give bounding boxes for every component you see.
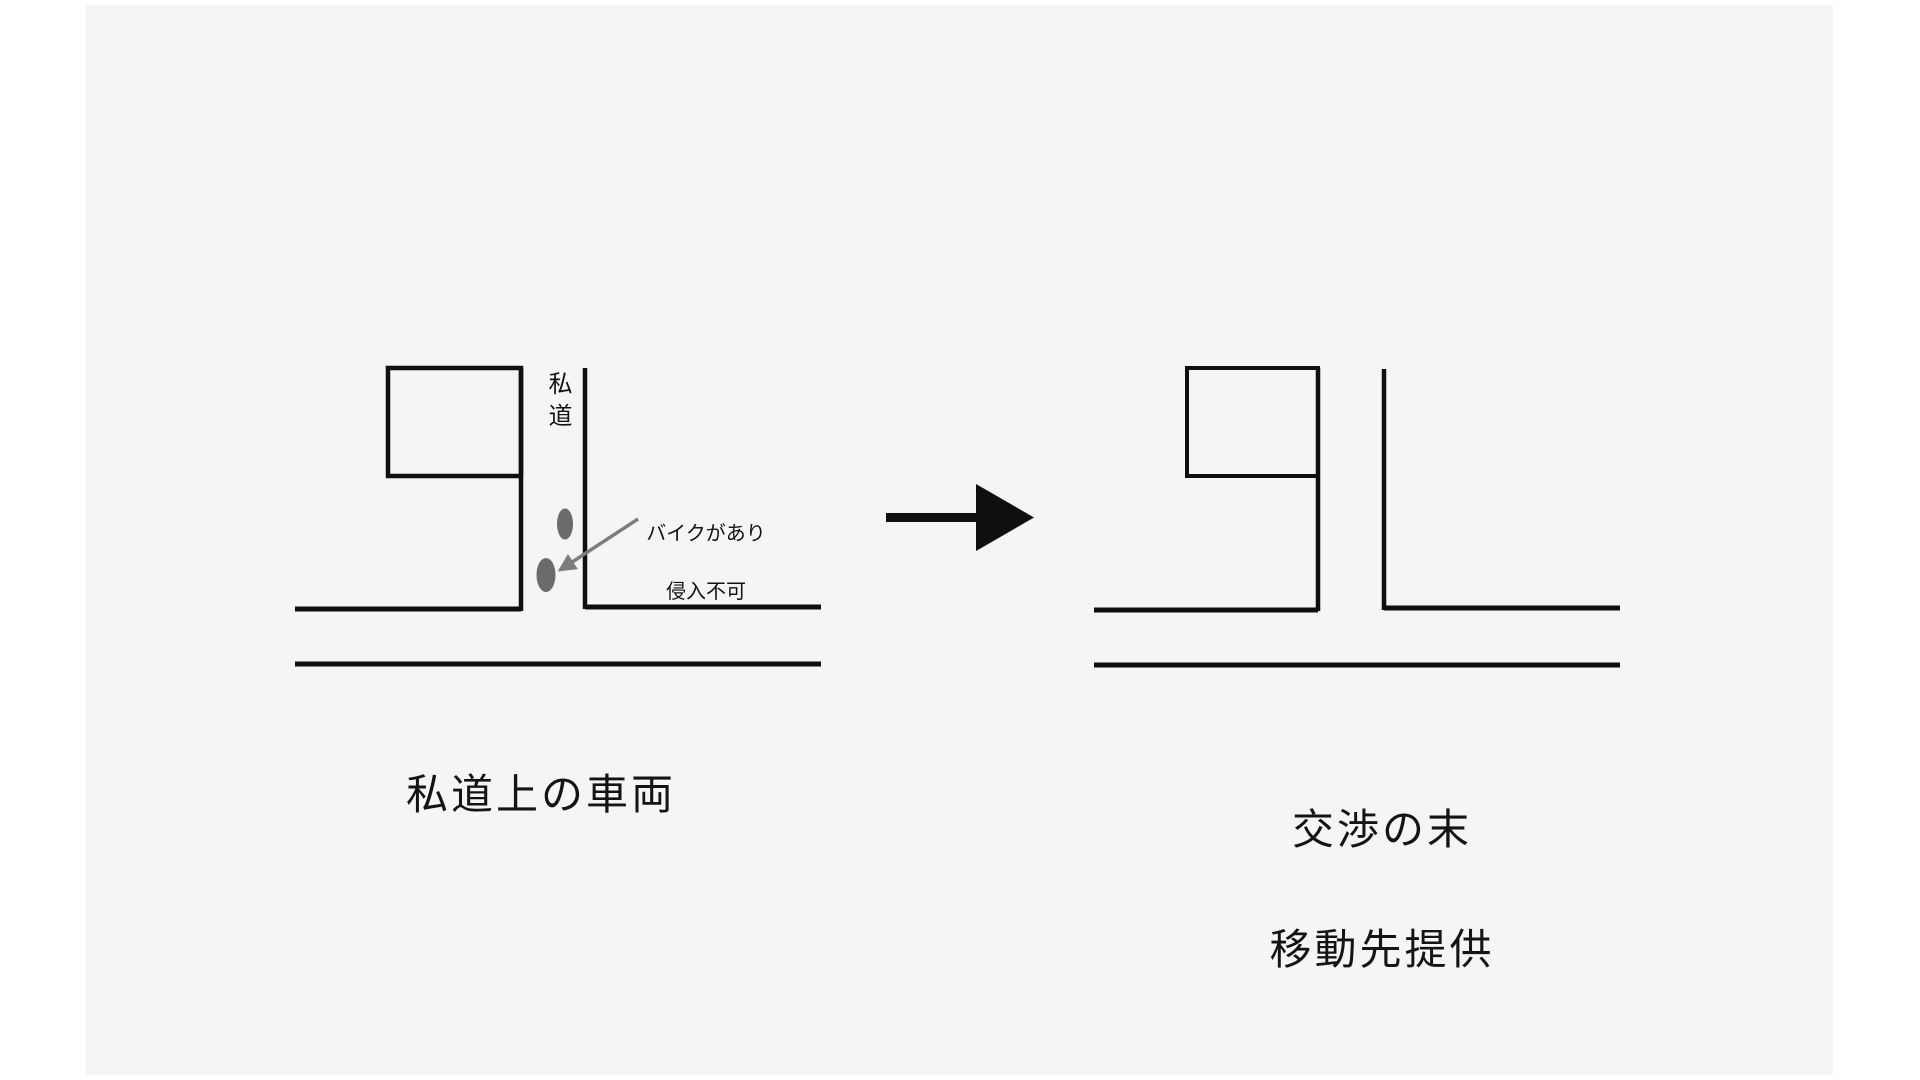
bike-annotation: バイクがあり 侵入不可 <box>608 491 804 607</box>
private-road-label: 私道 <box>544 371 571 435</box>
right-caption-line1: 交渉の末 <box>1291 806 1472 853</box>
bike-annotation-line1: バイクがあり <box>646 523 766 545</box>
annotation-pointer-arrow-icon <box>557 517 639 572</box>
building-outline <box>1185 366 1320 478</box>
motorbike-marker-upper <box>557 508 573 540</box>
bike-annotation-line2: 侵入不可 <box>666 581 746 603</box>
left-diagram-caption: 私道上の車両 <box>405 771 676 818</box>
background-panel <box>86 5 1833 1075</box>
building-outline <box>385 365 524 479</box>
right-diagram-caption: 交渉の末 移動先提供 <box>1172 740 1592 980</box>
motorbike-marker-lower <box>536 558 556 592</box>
right-diagram <box>1094 366 1620 668</box>
transform-arrow-icon <box>886 484 1034 551</box>
right-caption-line2: 移動先提供 <box>1269 926 1495 973</box>
transform-arrow-head <box>976 484 1034 551</box>
left-diagram <box>295 365 821 667</box>
